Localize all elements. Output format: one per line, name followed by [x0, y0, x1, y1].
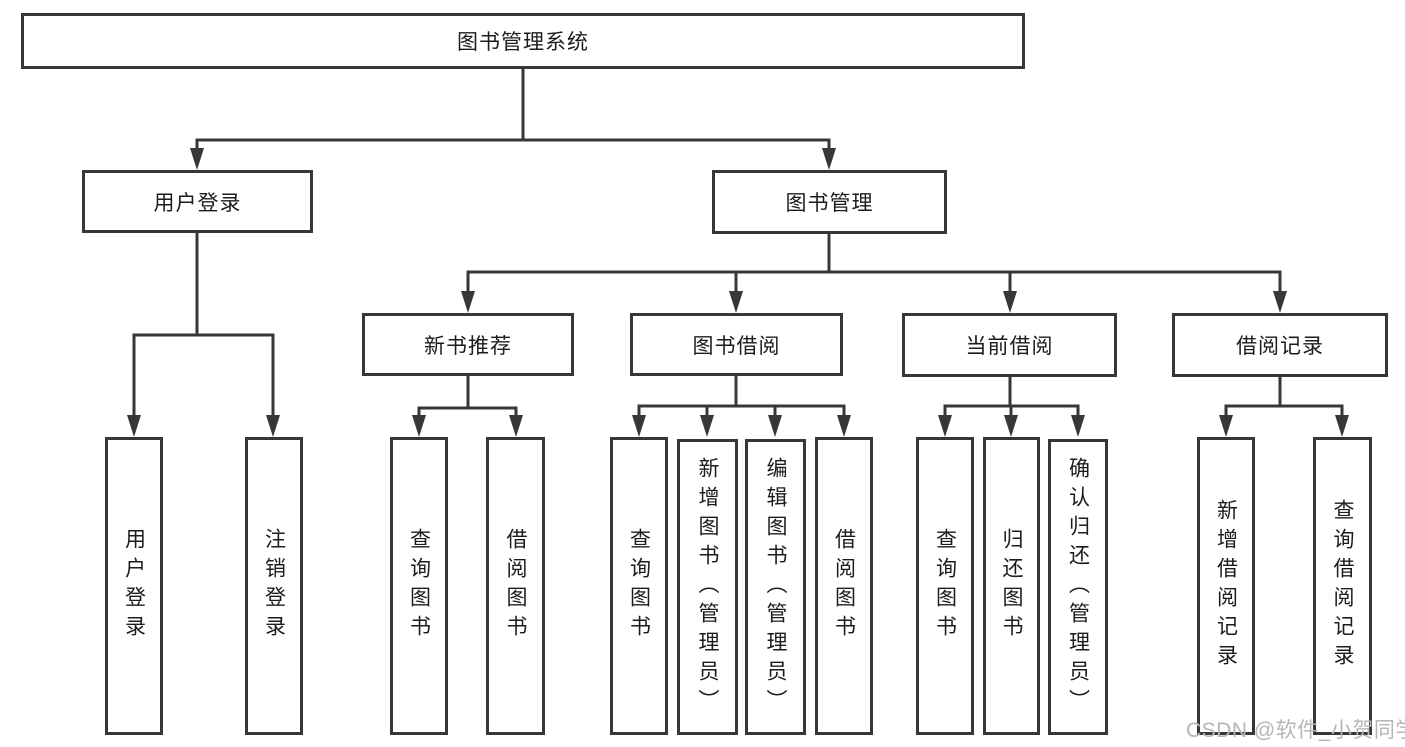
leaf-user-login-label: 用户登录 — [122, 528, 146, 644]
node-book-borrow: 图书借阅 — [630, 313, 843, 376]
leaf-nb-borrow-books-label: 借阅图书 — [504, 528, 527, 644]
leaf-cb-query-books-label: 查询图书 — [933, 528, 957, 644]
node-user-login: 用户登录 — [82, 170, 313, 233]
leaf-logout: 注销登录 — [245, 437, 303, 735]
leaf-nb-borrow-books: 借阅图书 — [486, 437, 545, 735]
leaf-cb-confirm-return-admin: 确认归还（管理员） — [1048, 439, 1108, 735]
leaf-nb-query-books: 查询图书 — [390, 437, 448, 735]
node-book-management: 图书管理 — [712, 170, 947, 234]
leaf-bb-query-books-label: 查询图书 — [627, 528, 651, 644]
node-borrow-records-label: 借阅记录 — [1236, 335, 1324, 358]
node-root: 图书管理系统 — [21, 13, 1025, 69]
csdn-watermark: CSDN @软件_小贺同学 — [1186, 719, 1405, 742]
leaf-bb-borrow-books: 借阅图书 — [815, 437, 873, 735]
node-new-book-recommend-label: 新书推荐 — [424, 334, 512, 358]
leaf-nb-query-books-label: 查询图书 — [407, 528, 431, 644]
node-user-login-label: 用户登录 — [153, 191, 242, 215]
leaf-user-login: 用户登录 — [105, 437, 163, 735]
node-current-borrow: 当前借阅 — [902, 313, 1117, 377]
leaf-bb-edit-books-admin: 编辑图书（管理员） — [745, 439, 806, 735]
leaf-bb-add-books-admin-label: 新增图书（管理员） — [696, 456, 719, 718]
node-borrow-records: 借阅记录 — [1172, 313, 1388, 377]
leaf-cb-return-books: 归还图书 — [983, 437, 1040, 735]
leaf-cb-query-books: 查询图书 — [916, 437, 974, 735]
leaf-br-add-record-label: 新增借阅记录 — [1214, 499, 1238, 673]
leaf-bb-add-books-admin: 新增图书（管理员） — [677, 439, 738, 735]
node-book-borrow-label: 图书借阅 — [692, 334, 781, 358]
node-current-borrow-label: 当前借阅 — [965, 335, 1054, 358]
node-root-label: 图书管理系统 — [457, 31, 589, 54]
leaf-bb-edit-books-admin-label: 编辑图书（管理员） — [764, 456, 787, 718]
leaf-br-add-record: 新增借阅记录 — [1197, 437, 1255, 735]
leaf-logout-label: 注销登录 — [262, 528, 286, 644]
node-new-book-recommend: 新书推荐 — [362, 313, 574, 376]
leaf-br-query-record: 查询借阅记录 — [1313, 437, 1372, 735]
node-book-management-label: 图书管理 — [785, 192, 874, 215]
leaf-bb-query-books: 查询图书 — [610, 437, 668, 735]
leaf-cb-confirm-return-admin-label: 确认归还（管理员） — [1066, 456, 1090, 718]
leaf-br-query-record-label: 查询借阅记录 — [1331, 499, 1354, 673]
leaf-bb-borrow-books-label: 借阅图书 — [832, 528, 856, 644]
leaf-cb-return-books-label: 归还图书 — [1000, 528, 1023, 644]
